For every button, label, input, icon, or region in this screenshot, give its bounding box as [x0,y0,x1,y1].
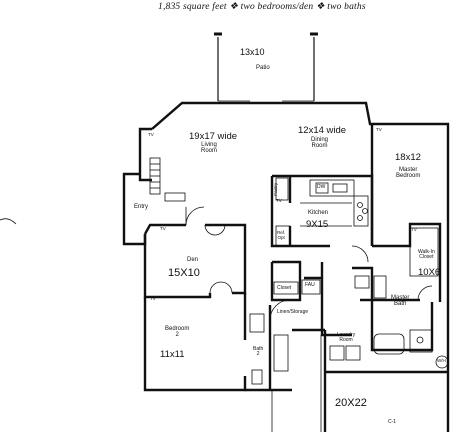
kitchen-counter [309,179,355,197]
closet-name: Closet [277,285,292,291]
refrigerator [275,225,291,247]
master-name: Master Bedroom [396,167,421,180]
pantry-label: Pantry [273,182,279,196]
bedroom2-name: Bedroom 2 [165,326,190,339]
tv-label-den: TV [160,226,166,231]
walk-in-closet-box [409,227,439,277]
master-bath-name: Master Bath [391,295,410,308]
living-name: Living Room [201,142,218,155]
den-name: Den [187,257,199,263]
master-size: 18x12 [395,152,421,163]
master-bath-sink [354,275,370,289]
garage-size: 20X22 [335,397,367,409]
sink [332,183,348,193]
thin-lines [149,100,449,432]
patio [214,32,318,101]
bath2-toilet [251,369,263,385]
kitchen-size: 9X15 [306,219,329,230]
caption: 1,835 square feet ❖ two bedrooms/den ❖ t… [158,2,366,12]
master-tub [373,333,405,355]
walkin-name: Walk-In Closet [418,249,435,261]
pantry [275,177,289,201]
linen-name: Linen/Storage [277,309,309,315]
dw-label: DW [317,184,326,190]
bedroom2-size: 11x11 [160,349,185,360]
walkin-size: 10X6 [418,267,441,278]
master-bath-toilet [373,275,387,299]
patio-name: Patio [256,65,270,71]
water-heater [435,355,449,369]
tv-label-master: TV [376,127,382,132]
kitchen-name: Kitchen [308,210,329,216]
entry-name: Entry [134,204,149,210]
closet-box [273,281,299,295]
laundry-name: Laundry Room [337,332,356,344]
tv-label-living: TV [148,132,154,137]
range [353,195,369,227]
bath2-sink [249,313,265,333]
dining-name: Dining Room [311,137,329,150]
patio-size: 13x10 [240,47,265,57]
tv-label-kitchen: TV [276,198,282,203]
master-shower [409,329,433,353]
wh-label: W/H [437,358,446,363]
bath2-tub [273,334,289,372]
living-size: 19x17 wide [189,131,238,142]
fau-label: FAU [305,282,315,288]
left-bracket [0,218,17,225]
dishwasher [315,182,329,194]
den-size: 15X10 [168,267,200,279]
tv-label-bedroom: TV [150,296,156,301]
ref-label: Ref. Opt [277,230,286,240]
fau-box [301,279,321,295]
dining-size: 12x14 wide [298,125,347,136]
bath2-name: Bath 2 [253,346,264,358]
garage-id: C-1 [388,419,397,425]
tv-label-walkin: TV [411,227,417,232]
